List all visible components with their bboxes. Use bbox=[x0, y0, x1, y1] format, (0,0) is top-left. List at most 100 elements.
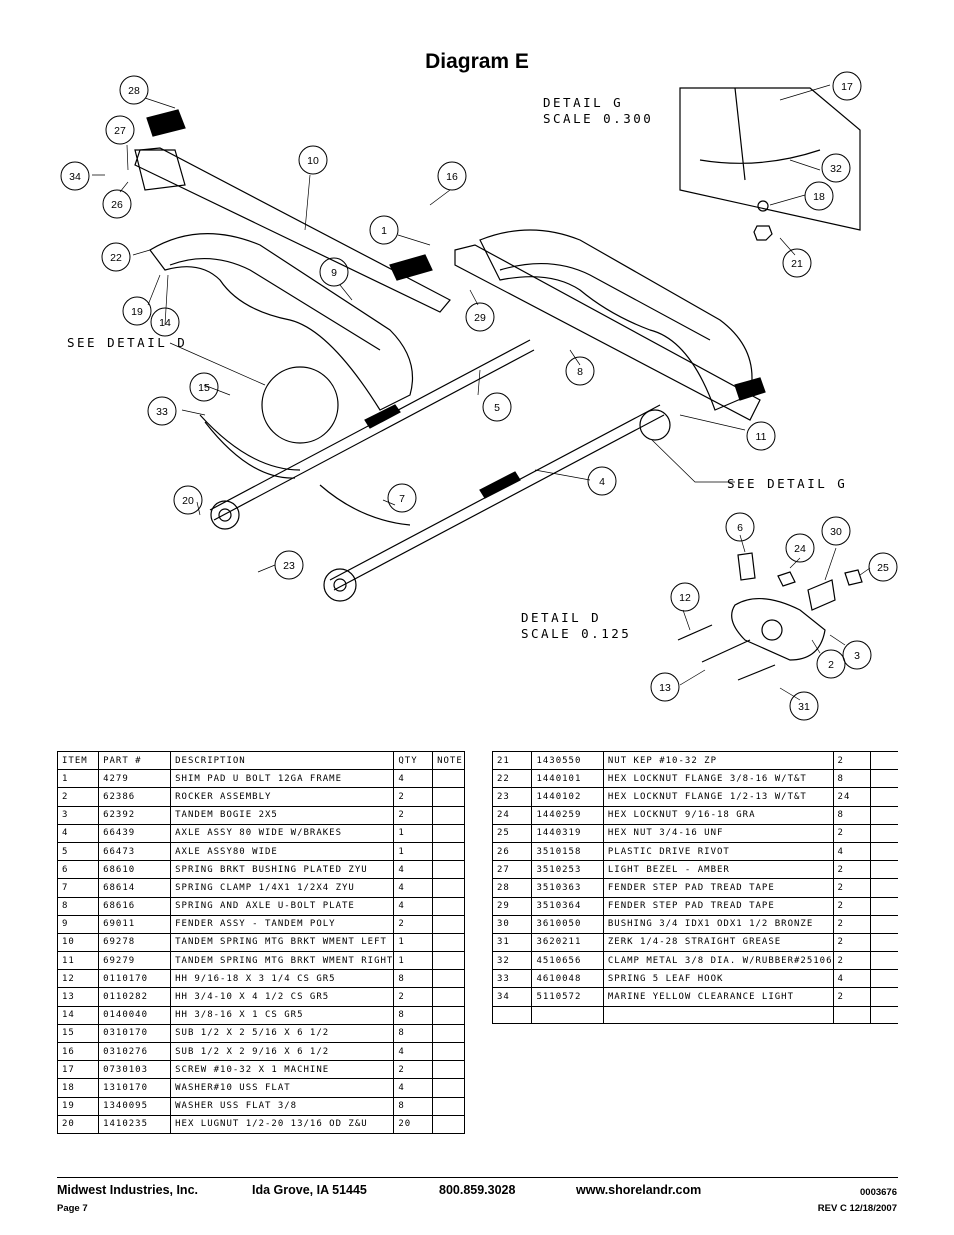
cell-qty: 2 bbox=[393, 914, 434, 934]
callout-10: 10 bbox=[307, 155, 319, 167]
callout-1: 1 bbox=[381, 225, 387, 237]
diagram-title: Diagram E bbox=[425, 50, 529, 73]
header-description: DESCRIPTION bbox=[170, 750, 395, 771]
nut-24 bbox=[777, 571, 796, 587]
rocker-plate bbox=[731, 597, 826, 661]
callout-24: 24 bbox=[794, 543, 806, 555]
step-pad-28 bbox=[146, 109, 186, 137]
cell-item: 7 bbox=[56, 878, 100, 898]
callout-8: 8 bbox=[577, 366, 583, 378]
cell-note bbox=[870, 860, 898, 880]
cell-note bbox=[432, 1078, 465, 1098]
cell-qty: 24 bbox=[832, 787, 872, 807]
cell-note bbox=[870, 805, 898, 825]
cell-qty: 4 bbox=[832, 969, 872, 989]
header-qty: QTY bbox=[393, 750, 434, 771]
cell-note bbox=[870, 896, 898, 916]
cell-note bbox=[432, 914, 465, 934]
cell-qty: 4 bbox=[393, 896, 434, 916]
cell-part: 4279 bbox=[98, 769, 172, 789]
callout-22: 22 bbox=[110, 252, 122, 264]
cell-description: WASHER USS FLAT 3/8 bbox=[170, 1096, 395, 1116]
cell-description: HEX NUT 3/4-16 UNF bbox=[602, 823, 834, 843]
cell-part: 68614 bbox=[98, 878, 172, 898]
cell-note bbox=[432, 860, 465, 880]
callout-5: 5 bbox=[494, 402, 500, 414]
cell-description: BUSHING 3/4 IDX1 ODX1 1/2 BRONZE bbox=[602, 914, 834, 934]
exploded-parts-drawing: 28 27 34 26 10 16 1 22 9 29 19 14 15 33 … bbox=[60, 71, 898, 721]
cell-qty: 2 bbox=[832, 932, 872, 953]
cell-description: FENDER STEP PAD TREAD TAPE bbox=[602, 896, 834, 916]
callout-26: 26 bbox=[111, 199, 123, 211]
header-note: NOTE bbox=[432, 750, 465, 771]
cell-qty: 1 bbox=[393, 841, 434, 862]
header-part: PART # bbox=[98, 750, 172, 771]
cell-description: AXLE ASSY 80 WIDE W/BRAKES bbox=[170, 823, 395, 843]
footer-page: Page 7 bbox=[57, 1203, 88, 1214]
tread-lower bbox=[479, 471, 521, 499]
cell-description: HH 9/16-18 X 3 1/4 CS GR5 bbox=[170, 969, 395, 989]
cell-description: LIGHT BEZEL - AMBER bbox=[602, 860, 834, 880]
cell-item: 29 bbox=[491, 896, 533, 916]
cell-description: AXLE ASSY80 WIDE bbox=[170, 841, 395, 862]
cell-part: 62392 bbox=[98, 805, 172, 825]
leader-lines bbox=[92, 84, 871, 701]
cell-qty: 8 bbox=[393, 1023, 434, 1044]
cell-note bbox=[870, 969, 898, 989]
cell-part: 66439 bbox=[98, 823, 172, 843]
callout-14: 14 bbox=[159, 317, 171, 329]
cell-description: SPRING 5 LEAF HOOK bbox=[602, 969, 834, 989]
detail-g-callout-circle bbox=[639, 409, 671, 441]
cell-description: HH 3/8-16 X 1 CS GR5 bbox=[170, 1005, 395, 1025]
spring-33-upper bbox=[199, 414, 301, 471]
callout-29: 29 bbox=[474, 312, 486, 324]
step-pad-29 bbox=[389, 254, 433, 281]
callout-32: 32 bbox=[830, 163, 842, 175]
detail-d-callout-circle bbox=[261, 366, 339, 444]
cell-note bbox=[432, 987, 465, 1007]
axle-4 bbox=[329, 404, 665, 591]
callout-30: 30 bbox=[830, 526, 842, 538]
cell-item: 6 bbox=[56, 860, 100, 880]
frame-rail-upper bbox=[134, 147, 451, 313]
callout-4: 4 bbox=[599, 476, 605, 488]
cell-item: 2 bbox=[56, 787, 100, 807]
cell-item: 28 bbox=[491, 878, 533, 898]
step-pad-right bbox=[734, 377, 766, 401]
cell-note bbox=[432, 787, 465, 807]
cell-part: 69279 bbox=[98, 951, 172, 971]
hub-upper bbox=[210, 500, 240, 530]
cell-description: MARINE YELLOW CLEARANCE LIGHT bbox=[602, 987, 834, 1007]
cell-item: 5 bbox=[56, 841, 100, 862]
cell-note bbox=[432, 805, 465, 825]
cell-description: HEX LOCKNUT FLANGE 1/2-13 W/T&T bbox=[602, 787, 834, 807]
cell-part: 1440319 bbox=[531, 823, 604, 843]
cell-description: HEX LUGNUT 1/2-20 13/16 OD Z&U bbox=[170, 1114, 395, 1134]
cell-description: FENDER STEP PAD TREAD TAPE bbox=[602, 878, 834, 898]
cell-qty: 1 bbox=[393, 932, 434, 953]
cell-qty: 2 bbox=[832, 860, 872, 880]
cell-description: SPRING AND AXLE U-BOLT PLATE bbox=[170, 896, 395, 916]
footer-city: Ida Grove, IA 51445 bbox=[252, 1183, 367, 1197]
hub-lower-inner bbox=[333, 578, 347, 592]
callout-12: 12 bbox=[679, 592, 691, 604]
